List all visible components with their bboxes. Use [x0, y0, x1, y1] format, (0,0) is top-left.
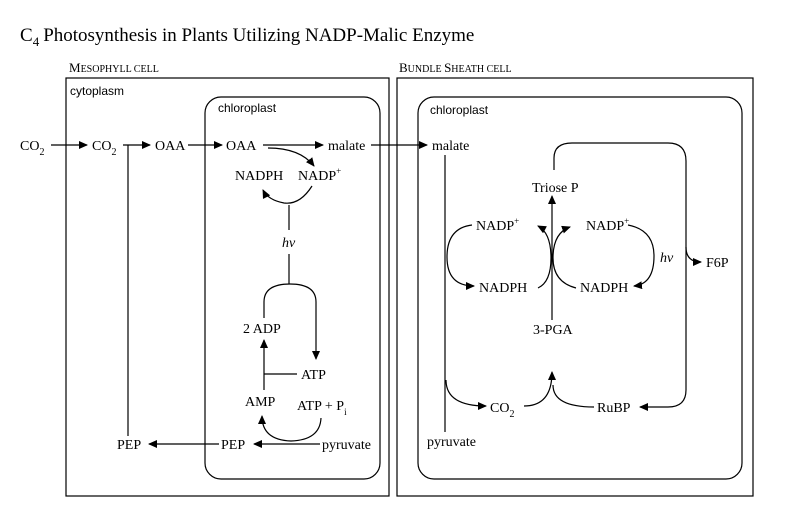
nadph-bundle-right-label: NADPH — [580, 281, 628, 296]
mesophyll-cell-label: MESOPHYLL CELL — [69, 60, 159, 75]
co2-outside-label: CO2 — [20, 139, 44, 158]
atp-mesophyll-label: ATP — [301, 368, 326, 383]
malate-bundle-label: malate — [432, 139, 469, 154]
mesophyll-pathway-arrows — [51, 141, 428, 448]
adp-label: 2 ADP — [243, 322, 281, 337]
arc-nadph-to-nadp-center-left — [537, 225, 552, 289]
malate-mesophyll-label: malate — [328, 139, 365, 154]
bundle-chloroplast-label: chloroplast — [430, 103, 489, 117]
arrow-to-f6p — [685, 246, 702, 266]
co2-bundle-label: CO2 — [490, 401, 514, 420]
pyruvate-bundle-label: pyruvate — [427, 435, 476, 450]
rubp-label: RuBP — [597, 401, 631, 416]
triose-p-label: Triose P — [532, 181, 579, 196]
bundle-sheath-cell-label: BUNDLE SHEATH CELL — [399, 60, 512, 75]
arc-adp-to-atp — [263, 283, 320, 360]
oaa-cytoplasm-label: OAA — [155, 139, 186, 154]
f6p-label: F6P — [706, 256, 729, 271]
mesophyll-chloroplast-label: chloroplast — [218, 101, 277, 115]
arc-nadph-to-nadp — [267, 147, 315, 167]
nadp-mesophyll-label: NADP+ — [298, 166, 341, 184]
bundle-sheath-chloroplast-box — [417, 96, 743, 480]
nadph-bundle-left-label: NADPH — [479, 281, 527, 296]
arc-nadph-to-nadp-center-right — [552, 225, 577, 289]
mesophyll-chloroplast-box — [204, 96, 381, 480]
arc-pyruvate-to-amp — [258, 415, 322, 442]
hv-bundle-label: hν — [660, 251, 674, 266]
arc-nadp-to-nadph-left — [446, 224, 475, 290]
oaa-chloroplast-label: OAA — [226, 139, 257, 154]
bundle-sheath-pathway-arrows — [444, 142, 702, 432]
nadp-bundle-right-label: NADP+ — [586, 216, 629, 234]
amp-label: AMP — [245, 395, 276, 410]
mesophyll-cell-box — [65, 77, 390, 497]
arc-rubp-to-cycle — [552, 384, 595, 408]
arc-light-regeneration-right — [627, 224, 655, 290]
cytoplasm-label: cytoplasm — [70, 84, 124, 98]
nadph-mesophyll-label: NADPH — [235, 169, 283, 184]
co2-cytoplasm-label: CO2 — [92, 139, 116, 158]
pep-cytoplasm-label: PEP — [117, 438, 141, 453]
hv-mesophyll-label: hν — [282, 236, 296, 251]
pep-chloroplast-label: PEP — [221, 438, 245, 453]
arc-co2-fixation — [523, 371, 556, 407]
bundle-sheath-cell-box — [396, 77, 754, 497]
loop-triose-to-rubp — [553, 142, 687, 411]
arrow-decarboxylation-co2 — [445, 379, 487, 410]
nadp-bundle-left-label: NADP+ — [476, 216, 519, 234]
3-pga-label: 3-PGA — [533, 323, 574, 338]
atp-pi-label: ATP + Pi — [297, 399, 347, 417]
arc-nadp-regeneration — [262, 185, 313, 204]
pyruvate-mesophyll-label: pyruvate — [322, 438, 371, 453]
